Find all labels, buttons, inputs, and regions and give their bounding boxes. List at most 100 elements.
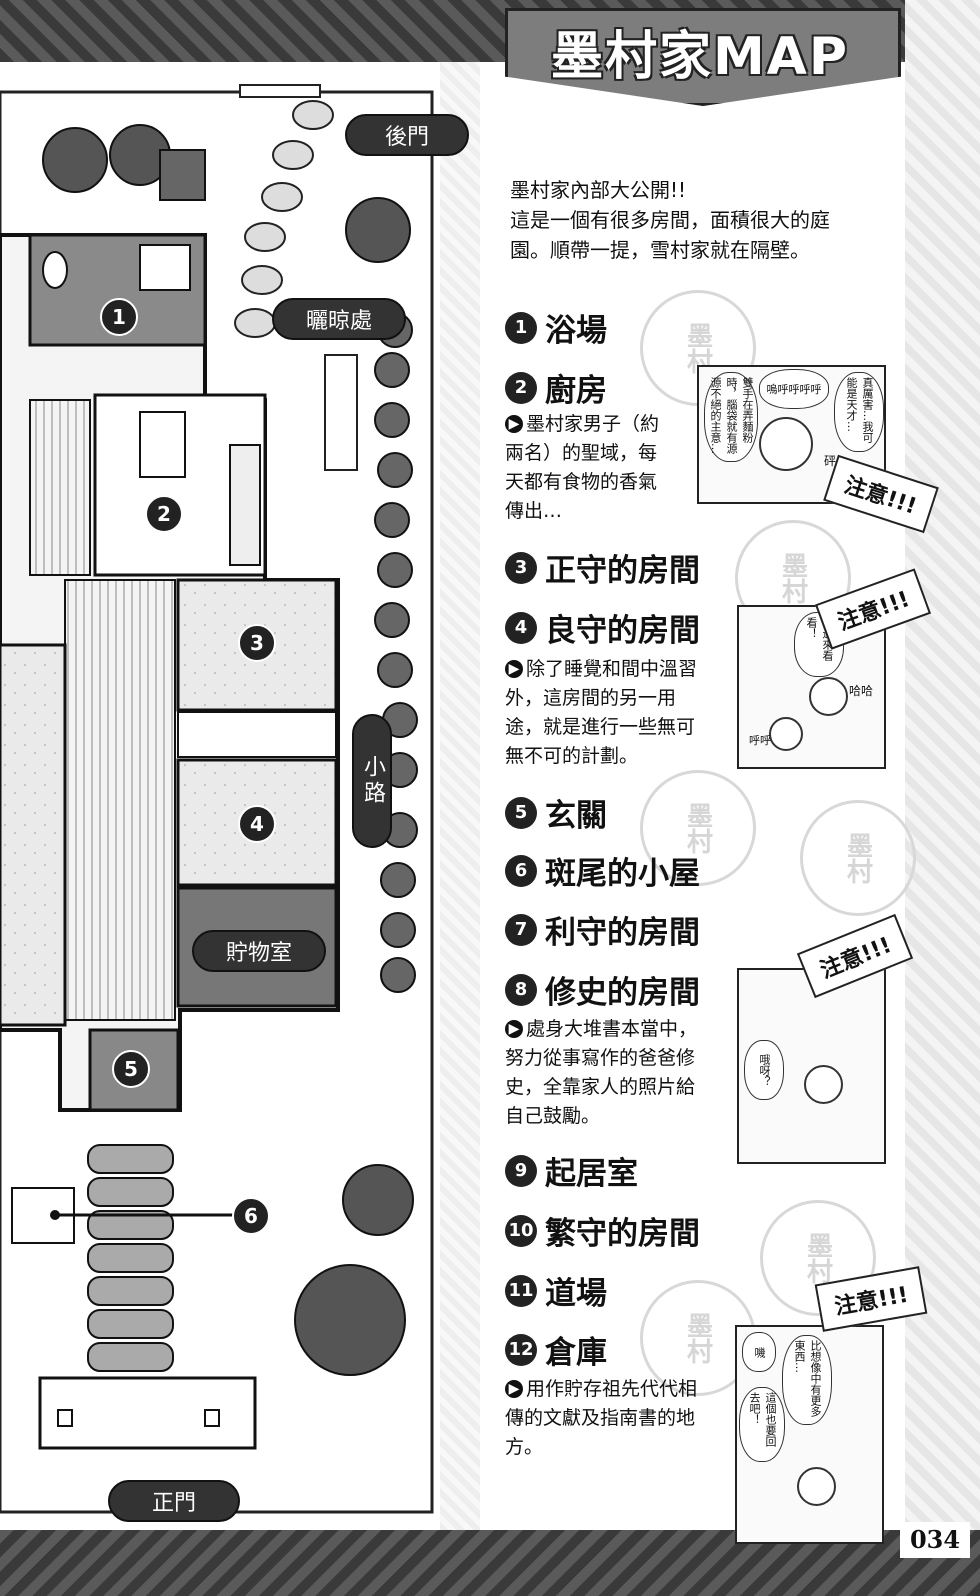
yoshimori-note: ▶除了睡覺和間中溫習 外，這房間的另一用 途，就是進行一些無可 無不可的計劃。 — [505, 658, 698, 767]
character-face — [769, 717, 803, 751]
storeroom-label: 貯物室 — [192, 930, 326, 972]
shuji-comic-panel: 哦呀？ — [737, 968, 886, 1164]
map-marker-3: 3 — [238, 624, 276, 662]
speech-bubble: 嗚呼呼呼呼 — [759, 369, 829, 409]
toilet — [42, 251, 68, 289]
map-marker-2: 2 — [145, 495, 183, 533]
drying-rack — [324, 354, 358, 471]
room-number: 4 — [505, 611, 537, 644]
map-marker-4: 4 — [238, 805, 276, 843]
room-number: 3 — [505, 551, 537, 584]
intro-line-3: 園。順帶一提，雪村家就在隔壁。 — [510, 238, 810, 262]
speech-bubble: 嘰 — [742, 1332, 776, 1372]
back-gate-label: 後門 — [345, 114, 469, 156]
decorative-right-border — [905, 0, 980, 1596]
room-name: 倉庫 — [545, 1335, 607, 1371]
closet — [177, 711, 337, 758]
storage-note: ▶用作貯存祖先代代相 傳的文獻及指南書的地 方。 — [505, 1378, 698, 1458]
kitchen-counter — [229, 444, 261, 566]
decorative-center-strip — [440, 62, 480, 1530]
stepping-stones — [234, 100, 334, 338]
hedge — [374, 312, 418, 993]
room-name: 良守的房間 — [545, 613, 700, 649]
room-number: 5 — [505, 796, 537, 829]
storage-comic-panel: 嘰 比想像中有更多東西… 這個也要回去吧！ — [735, 1325, 884, 1544]
speech-bubble: 比想像中有更多東西… — [782, 1335, 832, 1425]
character-face — [797, 1467, 836, 1506]
stamp-seal: 墨村 — [640, 770, 756, 886]
trees — [42, 124, 414, 1376]
main-corridor — [64, 579, 176, 1021]
page-title: 墨村家MAP — [550, 27, 850, 87]
map-marker-5: 5 — [112, 1050, 150, 1088]
play-triangle-icon: ▶ — [505, 1020, 523, 1038]
hut-pointer-dot — [50, 1210, 60, 1220]
room-number: 1 — [505, 311, 537, 344]
sound-effect: 砰 — [824, 454, 837, 468]
room-number: 12 — [505, 1333, 537, 1366]
bathtub — [139, 244, 191, 291]
room-name: 廚房 — [545, 373, 607, 409]
intro-text: 墨村家內部大公開!! 這是一個有很多房間，面積很大的庭 園。順帶一提，雪村家就在… — [510, 175, 900, 265]
room-name: 利守的房間 — [545, 915, 700, 951]
speech-bubble: 真厲害…我可能是天才… — [834, 372, 884, 452]
room-number: 6 — [505, 854, 537, 887]
speech-bubble: 雙手在弄麵粉時，腦袋就有源源不絕的主意… — [704, 372, 758, 462]
drying-area-label: 曬晾處 — [272, 298, 406, 340]
stamp-seal: 墨村 — [800, 800, 916, 916]
room-number: 9 — [505, 1154, 537, 1187]
character-face — [759, 417, 813, 471]
left-rooms — [0, 643, 67, 1027]
back-gate-door — [239, 84, 321, 98]
room-name: 玄關 — [545, 798, 607, 834]
play-triangle-icon: ▶ — [505, 660, 523, 678]
room-number: 11 — [505, 1274, 537, 1307]
room-name: 道場 — [545, 1276, 607, 1312]
house-floorplan — [0, 84, 434, 1514]
room-number: 2 — [505, 371, 537, 404]
kitchen-note: ▶墨村家男子（約 兩名）的聖域，每 天都有食物的香氣 傳出… — [505, 413, 660, 522]
house-map: 後門 曬晾處 小路 貯物室 正門 1 2 3 4 5 6 — [0, 62, 469, 1530]
speech-bubble: 哦呀？ — [744, 1040, 784, 1100]
room-name: 斑尾的小屋 — [545, 856, 700, 892]
shed — [159, 149, 206, 201]
character-face — [809, 677, 848, 716]
room-number: 8 — [505, 973, 537, 1006]
sound-effect: 呼呼 — [749, 734, 771, 747]
room-number: 10 — [505, 1214, 537, 1247]
path-label: 小路 — [352, 714, 392, 848]
room-name: 正守的房間 — [545, 553, 700, 589]
room-name: 繁守的房間 — [545, 1216, 700, 1252]
shuji-note: ▶處身大堆書本當中， 努力從事寫作的爸爸修 史，全靠家人的照片給 自己鼓勵。 — [505, 1018, 698, 1127]
masamori-room — [176, 578, 338, 712]
walkway — [87, 1144, 174, 1372]
stamp-seal: 墨村 — [760, 1200, 876, 1316]
map-marker-1: 1 — [100, 298, 138, 336]
page-number: 034 — [900, 1522, 970, 1558]
intro-line-2: 這是一個有很多房間，面積很大的庭 — [510, 208, 830, 232]
room-name: 浴場 — [545, 313, 607, 349]
intro-line-1: 墨村家內部大公開!! — [510, 178, 687, 202]
room-name: 修史的房間 — [545, 975, 700, 1011]
kitchen-comic-panel: 雙手在弄麵粉時，腦袋就有源源不絕的主意… 嗚呼呼呼呼 真厲害…我可能是天才… 砰 — [697, 365, 886, 504]
sound-effect: 哈哈 — [849, 684, 874, 698]
play-triangle-icon: ▶ — [505, 1380, 523, 1398]
character-face — [804, 1065, 843, 1104]
map-marker-6: 6 — [232, 1197, 270, 1235]
front-gate-label: 正門 — [108, 1480, 240, 1522]
room-name: 起居室 — [545, 1156, 638, 1192]
room-number: 7 — [505, 913, 537, 946]
play-triangle-icon: ▶ — [505, 415, 523, 433]
yoshimori-comic-panel: 你過來看看！ 哈哈 呼呼 — [737, 605, 886, 769]
